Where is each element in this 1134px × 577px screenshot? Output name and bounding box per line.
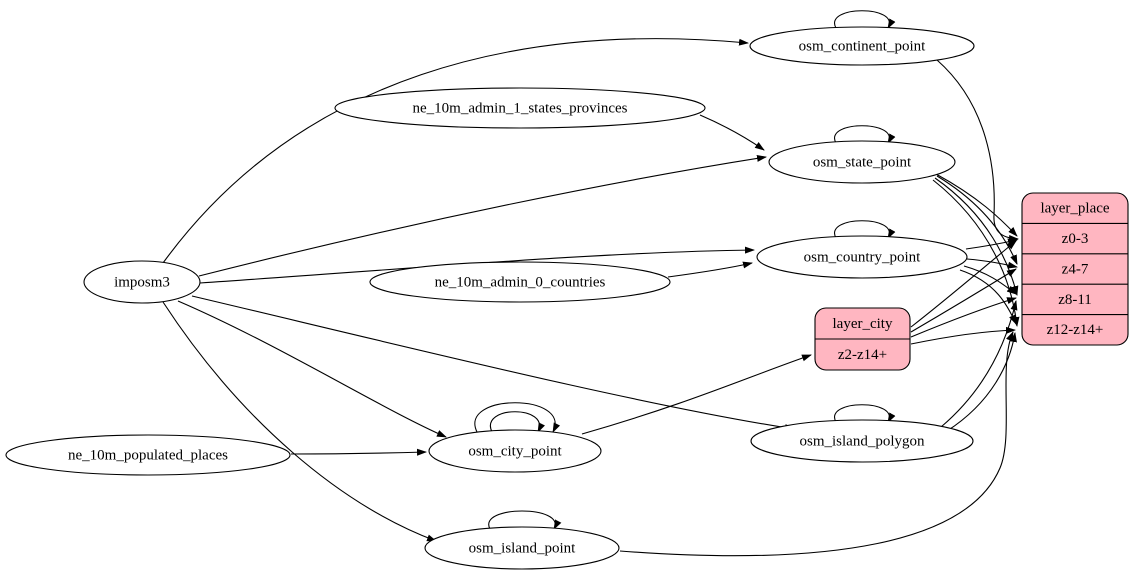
edge-imposm3-to-osm_state_point xyxy=(198,154,767,277)
ellipse-shape xyxy=(5,434,291,476)
ellipse-shape xyxy=(83,260,201,304)
edge-osm_island_polygon-to-layer_place-z12-z14+ xyxy=(946,332,1017,432)
edge-osm_country_point-to-layer_place-z12-z14+ xyxy=(959,269,1017,325)
edge-ne_10m_populated_places-to-osm_city_point xyxy=(290,448,427,456)
node-label: osm_city_point xyxy=(468,443,562,459)
node-label: ne_10m_populated_places xyxy=(68,447,228,463)
node-osm-state-point: osm_state_point xyxy=(768,140,956,184)
edge-layer_city-to-layer_place-z12-z14+ xyxy=(910,326,1016,345)
ellipse-shape xyxy=(334,87,706,129)
record-row-z2-z14+: z2-z14+ xyxy=(838,347,887,363)
ellipse-shape xyxy=(424,526,620,570)
node-label: osm_continent_point xyxy=(799,38,926,54)
ellipse-shape xyxy=(749,26,975,66)
edge-osm_island_point-to-osm_island_point xyxy=(488,510,562,530)
ellipse-shape xyxy=(369,261,671,303)
ellipse-shape xyxy=(768,140,956,184)
edge-layer_city-to-layer_place-z8-11 xyxy=(910,297,1017,338)
record-title: layer_place xyxy=(1040,201,1109,217)
edge-osm_state_point-to-layer_place-z8-11 xyxy=(934,177,1019,296)
edge-imposm3-to-osm_island_point xyxy=(162,301,437,542)
node-label: imposm3 xyxy=(114,274,170,290)
edge-osm_continent_point-to-layer_place-z0-3 xyxy=(936,59,1019,242)
edge-osm_country_point-to-osm_country_point xyxy=(834,220,896,239)
node-osm-country-point: osm_country_point xyxy=(756,235,968,279)
ellipse-shape xyxy=(750,419,974,463)
record-title: layer_city xyxy=(833,316,893,332)
record-shape xyxy=(1021,192,1129,346)
edge-osm_island_polygon-to-osm_island_polygon xyxy=(834,404,896,423)
edge-osm_city_point-to-osm_city_point xyxy=(474,402,561,433)
edge-layer_city-to-layer_place-z4-7 xyxy=(910,268,1017,333)
edge-osm_continent_point-to-osm_continent_point xyxy=(834,10,896,29)
node-label: osm_island_polygon xyxy=(799,433,925,449)
edge-imposm3-to-osm_island_polygon xyxy=(191,295,795,432)
record-row-z8-11: z8-11 xyxy=(1058,292,1092,308)
node-label: ne_10m_admin_1_states_provinces xyxy=(413,100,628,116)
node-layer-city: layer_city z2-z14+ xyxy=(814,307,911,371)
edge-ne_10m_admin_1_states_provinces-to-osm_state_point xyxy=(699,114,765,151)
node-label: ne_10m_admin_0_countries xyxy=(435,274,606,290)
edge-osm_island_polygon-to-layer_place-z8-11 xyxy=(940,300,1018,428)
node-label: osm_island_point xyxy=(469,540,577,556)
edge-osm_city_point-to-osm_city_point xyxy=(489,411,546,433)
node-ne-10m-admin-0-countries: ne_10m_admin_0_countries xyxy=(369,261,671,303)
node-osm-continent-point: osm_continent_point xyxy=(749,26,975,66)
edge-imposm3-to-osm_continent_point xyxy=(162,38,749,264)
node-osm-island-point: osm_island_point xyxy=(424,526,620,570)
edge-osm_country_point-to-layer_place-z8-11 xyxy=(963,265,1017,295)
edge-osm_state_point-to-layer_place-z0-3 xyxy=(935,173,1018,237)
edge-ne_10m_admin_0_countries-to-osm_country_point xyxy=(667,261,753,278)
node-imposm3: imposm3 xyxy=(83,260,201,304)
node-osm-island-polygon: osm_island_polygon xyxy=(750,419,974,463)
record-row-z4-7: z4-7 xyxy=(1062,261,1089,277)
record-row-z12-z14+: z12-z14+ xyxy=(1047,322,1104,338)
edge-osm_state_point-to-osm_state_point xyxy=(834,125,896,144)
edge-osm_state_point-to-layer_place-z4-7 xyxy=(936,175,1018,265)
edge-osm_island_point-to-layer_place-z12-z14+ xyxy=(619,331,1014,557)
node-ne-10m-populated-places: ne_10m_populated_places xyxy=(5,434,291,476)
ellipse-shape xyxy=(756,235,968,279)
node-ne-10m-admin-1-states-provinces: ne_10m_admin_1_states_provinces xyxy=(334,87,706,129)
node-label: osm_state_point xyxy=(813,154,912,170)
edge-osm_country_point-to-layer_place-z4-7 xyxy=(966,258,1018,269)
node-layer-place: layer_place z0-3 z4-7 z8-11 z12-z14+ xyxy=(1021,192,1129,346)
edge-layer_city-to-layer_place-z0-3 xyxy=(910,240,1017,328)
node-label: osm_country_point xyxy=(804,249,921,265)
node-osm-city-point: osm_city_point xyxy=(428,429,602,473)
record-row-z0-3: z0-3 xyxy=(1062,231,1089,247)
edge-imposm3-to-osm_city_point xyxy=(177,300,447,438)
ellipse-shape xyxy=(428,429,602,473)
edge-osm_city_point-to-layer_city-z2-z14+ xyxy=(581,354,812,435)
